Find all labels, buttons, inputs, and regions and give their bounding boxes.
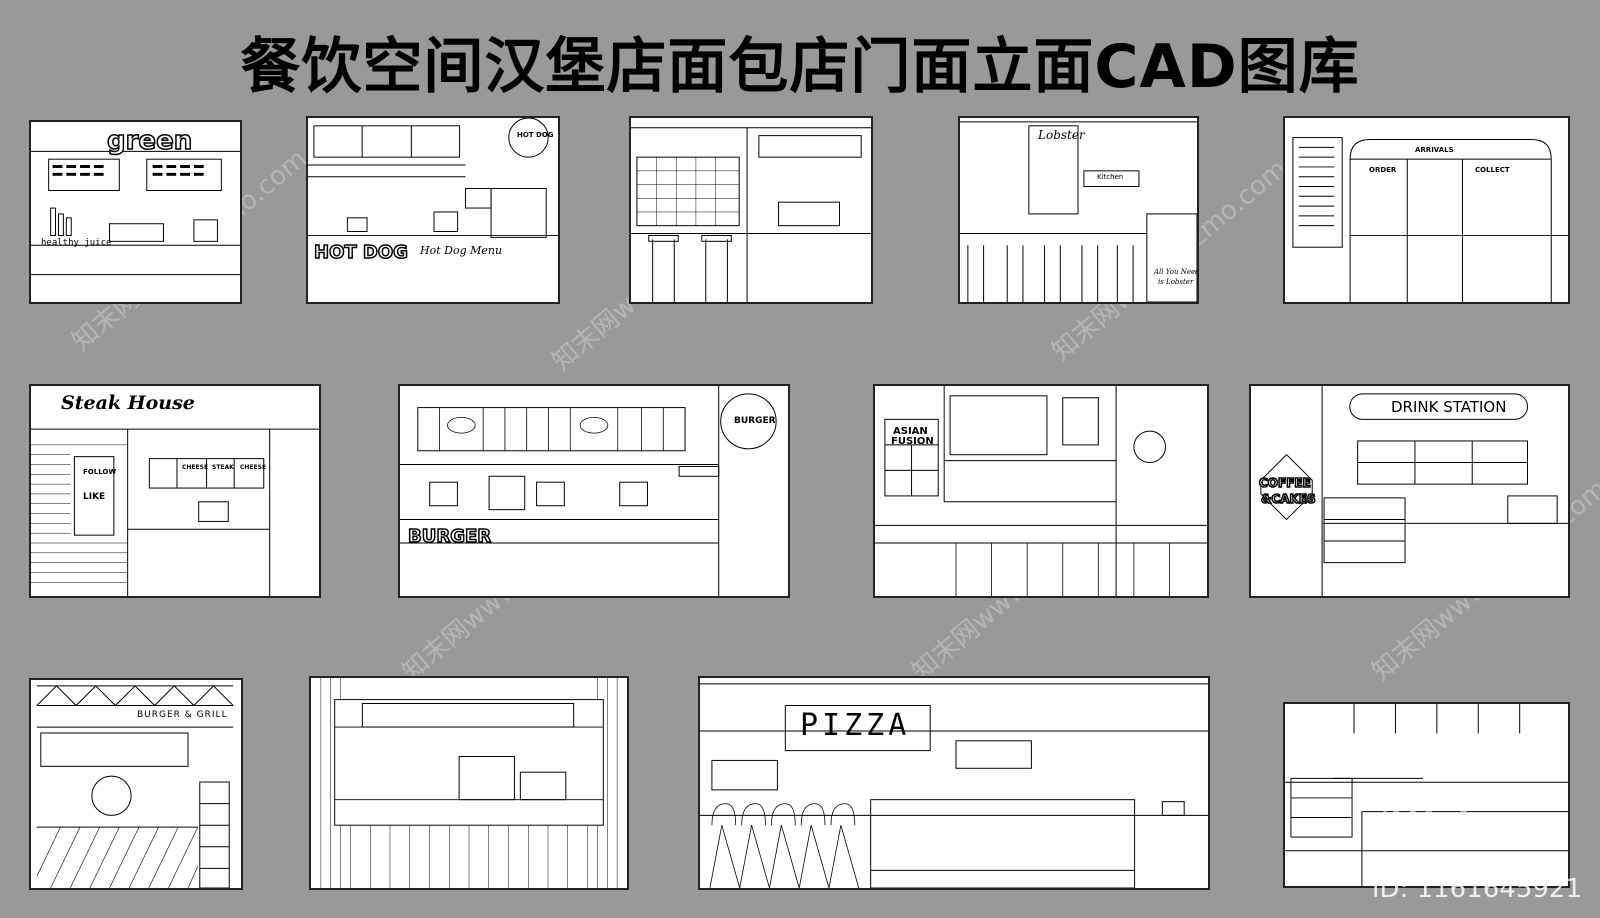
steak-house-sign: Steak House — [61, 392, 195, 414]
panel-drink-station: DRINK STATION COFFEE &CAKES — [1249, 384, 1570, 598]
hot-dog-badge: HOT DOG — [517, 131, 554, 139]
page-title: 餐饮空间汉堡店面包店门面立面CAD图库 — [240, 32, 1360, 102]
panel-lobster: Lobster Kitchen All You Need is Lobster — [958, 116, 1199, 304]
hot-dog-menu: Hot Dog Menu — [420, 244, 503, 257]
coffee-hex-2: &CAKES — [1260, 491, 1316, 507]
burger-badge: BURGER — [734, 416, 776, 426]
like-poster: LIKE — [83, 492, 106, 502]
burger-grill-sign: BURGER & GRILL — [137, 710, 228, 720]
lobster-sign: Lobster — [1038, 128, 1085, 142]
healthy-juice-label: healthy juice — [41, 238, 112, 248]
panel-green-juice: green healthy juice — [29, 120, 242, 304]
kitchen-label: Kitchen — [1097, 173, 1124, 181]
burger-counter-sign: BURGER — [407, 525, 492, 548]
panel-burger-grill: BURGER & GRILL — [29, 678, 243, 890]
steak-menu-2: STEAK — [212, 464, 234, 471]
order-label: ORDER — [1369, 166, 1397, 174]
coffee-hex-1: COFFEE — [1258, 475, 1311, 491]
lobster-slogan-1: All You Need — [1154, 268, 1199, 276]
watermark-id: ID: 1161645921 — [1371, 874, 1582, 904]
lobster-slogan-2: is Lobster — [1158, 278, 1194, 286]
arrivals-label: ARRIVALS — [1415, 146, 1454, 154]
asian-sign-2: FUSION — [891, 436, 934, 447]
panel-bar-stools — [629, 116, 873, 304]
follow-poster: FOLLOW — [83, 468, 117, 476]
collect-label: COLLECT — [1475, 166, 1510, 174]
panel-asian-fusion: ASIAN FUSION — [873, 384, 1209, 598]
panel-burger: BURGER BURGER — [398, 384, 790, 598]
panel-pendant-lights — [1283, 702, 1570, 888]
panel-striped-kiosk — [309, 676, 629, 890]
hot-dog-big-sign: HOT DOG — [313, 241, 408, 264]
drink-station-sign: DRINK STATION — [1391, 398, 1507, 416]
steak-menu-3: CHEESE — [240, 464, 267, 471]
green-sign: green — [106, 125, 193, 157]
panel-steak-house: Steak House FOLLOW LIKE CHEESE STEAK CHE… — [29, 384, 321, 598]
panel-hot-dog: HOT DOG HOT DOG Hot Dog Menu — [306, 116, 560, 304]
pizza-sign: PIZZA — [800, 708, 911, 743]
watermark-logo: 知末 — [1380, 788, 1492, 853]
steak-menu-1: CHEESE — [182, 464, 209, 471]
asian-sign-1: ASIAN — [893, 426, 928, 437]
panel-arrivals: ARRIVALS ORDER COLLECT — [1283, 116, 1570, 304]
panel-pizza: PIZZA — [698, 676, 1210, 890]
